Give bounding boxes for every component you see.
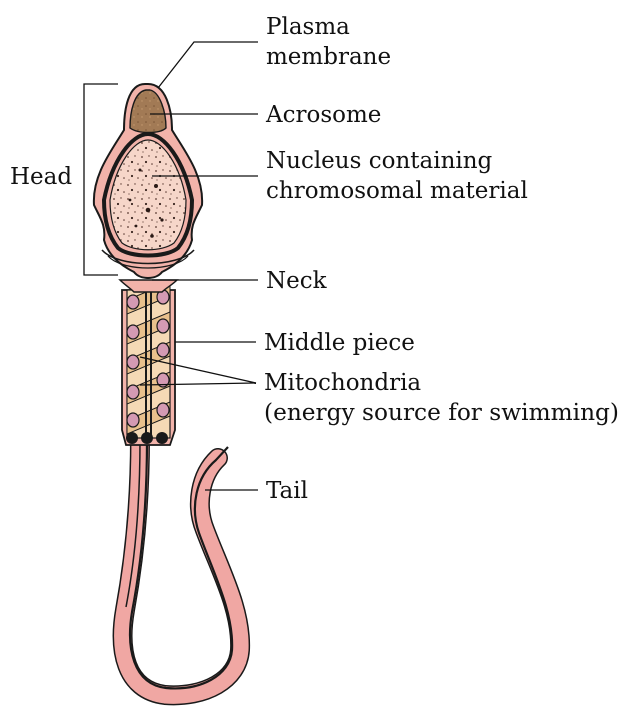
label-mitochondria-line1: Mitochondria	[264, 370, 421, 396]
labels: Plasma membrane Acrosome Nucleus contain…	[10, 14, 619, 504]
tail	[123, 438, 241, 695]
label-mitochondria-line2: (energy source for swimming)	[264, 400, 619, 426]
label-tail: Tail	[266, 478, 308, 504]
label-head: Head	[10, 164, 72, 190]
plasma-membrane-leader	[158, 42, 258, 88]
head	[94, 84, 202, 278]
label-neck: Neck	[266, 268, 328, 294]
label-plasma-membrane-line1: Plasma	[266, 14, 350, 40]
label-acrosome: Acrosome	[265, 102, 381, 128]
label-nucleus-line1: Nucleus containing	[266, 148, 493, 174]
centriole-ring	[126, 432, 168, 444]
label-middle-piece: Middle piece	[264, 330, 415, 356]
label-nucleus-line2: chromosomal material	[266, 178, 528, 204]
label-plasma-membrane-line2: membrane	[266, 44, 391, 70]
